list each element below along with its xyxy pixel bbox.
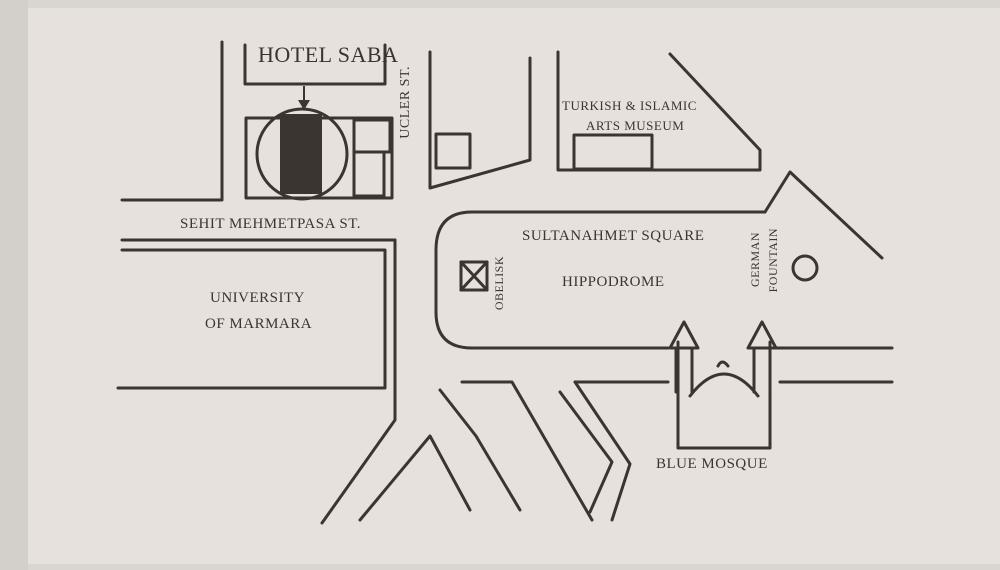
mosque-crescent bbox=[716, 360, 730, 368]
hippodrome-outline bbox=[434, 210, 767, 350]
road-sehit-bottom bbox=[116, 248, 387, 390]
german-fountain-symbol bbox=[791, 254, 819, 282]
block-topleft-edge bbox=[120, 40, 224, 202]
university-label-line2: OF MARMARA bbox=[205, 316, 313, 332]
blue-mosque-label: BLUE MOSQUE bbox=[656, 456, 768, 472]
hotel-tower bbox=[280, 114, 322, 194]
card-shadow-edge bbox=[0, 0, 28, 570]
road-south-a bbox=[460, 380, 594, 522]
museum-label-line1: TURKISH & ISLAMIC bbox=[562, 98, 697, 113]
road-east-d bbox=[558, 390, 614, 514]
obelisk-symbol bbox=[459, 260, 489, 292]
university-label-line1: UNIVERSITY bbox=[210, 290, 305, 306]
hotel-sign-bracket bbox=[243, 43, 387, 86]
mosque-minaret-left bbox=[668, 320, 700, 394]
road-ucler-west bbox=[320, 238, 397, 525]
hippodrome-label: HIPPODROME bbox=[562, 274, 665, 290]
ucler-street-label: UCLER ST. bbox=[398, 66, 413, 139]
hotel-arrow-head bbox=[298, 100, 310, 110]
square-label: SULTANAHMET SQUARE bbox=[522, 228, 705, 244]
block-fountain bbox=[763, 170, 884, 260]
block-museum bbox=[556, 50, 762, 172]
museum-label-line2: ARTS MUSEUM bbox=[586, 118, 685, 133]
block-ucler-east bbox=[428, 50, 532, 190]
blue-mosque-outline bbox=[676, 340, 772, 450]
fountain-label-line2: FOUNTAIN bbox=[766, 228, 780, 293]
road-south-d bbox=[358, 434, 472, 522]
obelisk-label: OBELISK bbox=[492, 256, 506, 311]
card-background bbox=[28, 8, 1000, 564]
obelisk-cross bbox=[459, 260, 489, 292]
sehit-street-label: SEHIT MEHMETPASA ST. bbox=[180, 216, 362, 232]
fountain-label-line1: GERMAN bbox=[748, 232, 762, 288]
museum-building bbox=[572, 133, 654, 171]
hotel-annex-2 bbox=[352, 150, 386, 198]
mosque-dome bbox=[688, 372, 760, 398]
mosque-minaret-right bbox=[746, 320, 778, 394]
hotel-label: HOTEL SABA bbox=[258, 42, 399, 67]
road-south-b bbox=[438, 388, 522, 512]
small-square-building bbox=[434, 132, 472, 170]
road-south-c bbox=[573, 380, 632, 522]
hotel-circle bbox=[255, 107, 349, 201]
